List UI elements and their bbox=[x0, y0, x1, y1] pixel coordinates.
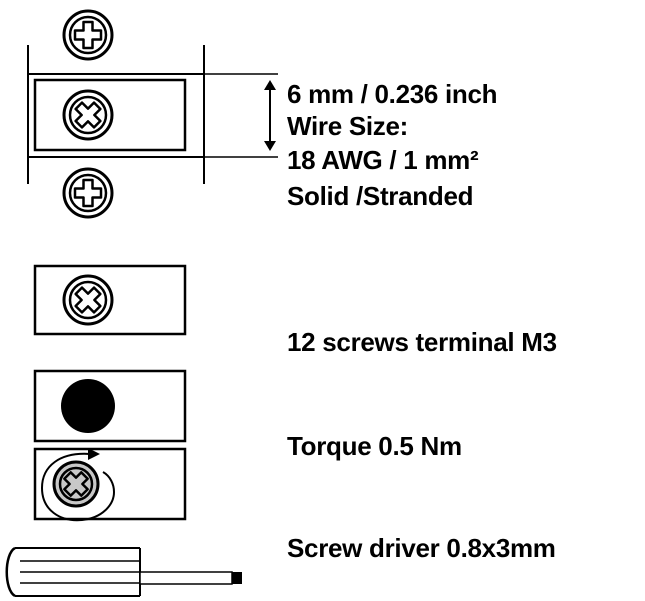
screwdriver-icon bbox=[5, 546, 242, 598]
dimension-arrow-icon bbox=[264, 80, 276, 151]
x-screw-icon bbox=[62, 274, 114, 326]
rotating-screw-icon bbox=[52, 460, 100, 508]
terminal-block-hole bbox=[33, 369, 187, 443]
rotation-arrow-icon bbox=[40, 448, 116, 522]
wire-gauge-label: 18 AWG / 1 mm² bbox=[287, 145, 479, 175]
wire-size-label: Wire Size: bbox=[287, 111, 409, 141]
terminal-label: 12 screws terminal M3 bbox=[287, 327, 557, 357]
wire-type-label: Solid /Stranded bbox=[287, 181, 474, 211]
torque-label: Torque 0.5 Nm bbox=[287, 431, 462, 461]
x-screw-icon bbox=[62, 89, 114, 141]
hole-icon bbox=[61, 379, 115, 433]
phillips-screw-icon bbox=[62, 167, 114, 219]
phillips-screw-icon bbox=[62, 9, 114, 61]
wire-dimension-label: 6 mm / 0.236 inch bbox=[287, 79, 498, 109]
screwdriver-label: Screw driver 0.8x3mm bbox=[287, 533, 556, 563]
